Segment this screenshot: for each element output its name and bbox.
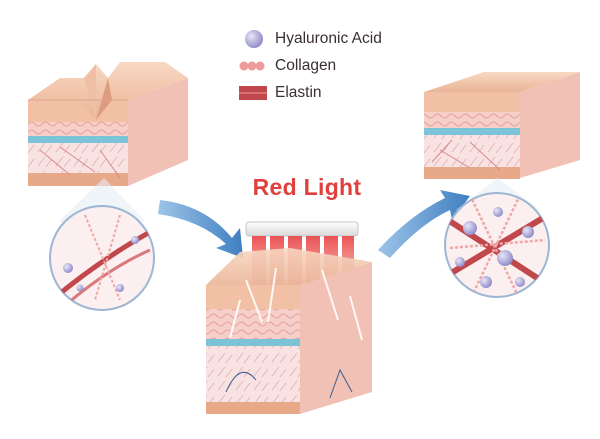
collagen-chain-icon	[236, 56, 268, 76]
legend-item-elastin: Elastin	[236, 82, 322, 104]
elastin-band-icon	[236, 83, 268, 103]
hyaluronic-acid-sphere-icon	[236, 29, 268, 49]
red-light-title: Red Light	[252, 174, 362, 200]
lamp-icon	[245, 221, 359, 237]
legend-label: Elastin	[275, 84, 322, 101]
magnifier-before	[49, 205, 155, 311]
magnifier-after	[444, 192, 550, 298]
arrow-to-treatment	[158, 200, 243, 258]
legend-item-collagen: Collagen	[236, 55, 336, 77]
legend-item-hyaluronic-acid: Hyaluronic Acid	[236, 28, 382, 50]
arrow-to-result	[378, 190, 470, 258]
wrinkled-skin-block	[28, 62, 188, 186]
rejuvenated-skin-block	[424, 72, 580, 179]
legend-label: Collagen	[275, 57, 337, 74]
legend-label: Hyaluronic Acid	[275, 30, 382, 47]
treatment-skin-block	[206, 221, 372, 414]
